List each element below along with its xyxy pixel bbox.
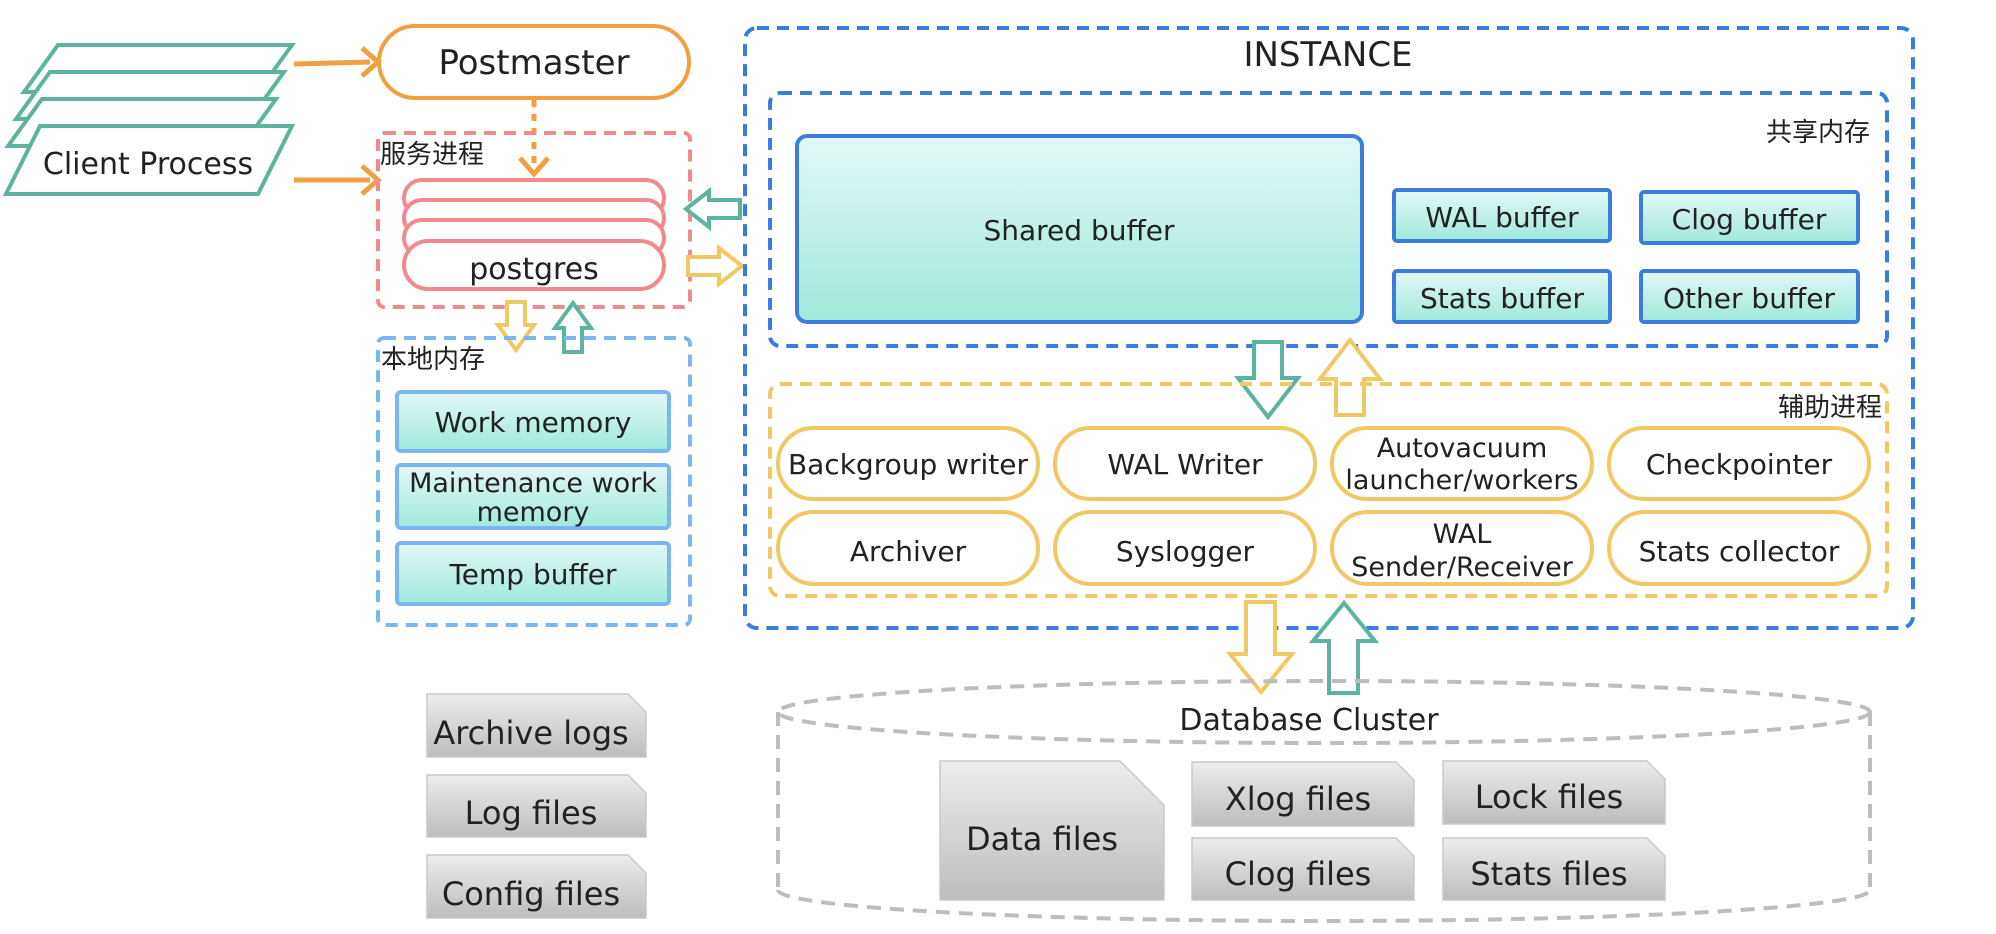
xlog-files-file: Xlog files — [1191, 761, 1415, 827]
work-memory-box: Work memory — [395, 390, 671, 453]
background-writer-node: Backgroup writer — [776, 426, 1040, 501]
maintenance-work-memory-label-line2: memory — [477, 497, 590, 528]
aux-to-shared-arrow — [1315, 336, 1385, 417]
syslogger-node: Syslogger — [1053, 510, 1317, 586]
stats-files-file: Stats files — [1442, 837, 1666, 901]
autovacuum-label-line1: Autovacuum — [1377, 433, 1548, 464]
service-process-title: 服务进程 — [380, 140, 484, 170]
wal-buffer-box: WAL buffer — [1392, 188, 1612, 243]
client-arrows — [293, 46, 382, 196]
temp-buffer-box: Temp buffer — [395, 541, 671, 606]
data-files-file: Data files — [939, 760, 1165, 901]
config-files-label: Config files — [442, 875, 620, 913]
log-files-file: Log files — [426, 774, 647, 838]
stats-buffer-box: Stats buffer — [1392, 269, 1612, 324]
wal-writer-label: WAL Writer — [1107, 448, 1263, 481]
wal-sender-receiver-label-line1: WAL — [1433, 519, 1492, 550]
wal-sender-receiver-label-line2: Sender/Receiver — [1351, 552, 1574, 583]
postgres-label: postgres — [469, 252, 599, 287]
shared-memory-group: 共享内存 Shared buffer WAL buffer Clog buffe… — [768, 91, 1889, 348]
instance-to-cluster-arrow — [1225, 600, 1297, 696]
background-writer-label: Backgroup writer — [788, 448, 1029, 481]
local-memory-group: 本地内存 Work memory Maintenance work memory… — [376, 336, 692, 627]
temp-buffer-label: Temp buffer — [448, 558, 617, 591]
archive-logs-label: Archive logs — [433, 714, 628, 752]
syslogger-label: Syslogger — [1116, 535, 1255, 568]
postgres-backend-stack: postgres — [402, 178, 666, 291]
instance-to-postgres-arrow — [682, 186, 742, 232]
instance-group: INSTANCE 共享内存 Shared buffer WAL buffer C… — [743, 26, 1915, 630]
client-process-label: Client Process — [43, 147, 253, 182]
shared-buffer-box: Shared buffer — [795, 134, 1364, 324]
postmaster-label: Postmaster — [438, 43, 629, 83]
postgres-to-local-memory-arrow — [494, 300, 538, 354]
postmaster-node: Postmaster — [377, 24, 691, 100]
clog-files-file: Clog files — [1191, 837, 1415, 901]
shared-memory-title: 共享内存 — [1766, 118, 1870, 148]
checkpointer-node: Checkpointer — [1607, 426, 1871, 501]
shared-to-aux-arrow — [1233, 340, 1303, 421]
wal-sender-receiver-node: WAL Sender/Receiver — [1330, 510, 1594, 586]
aux-process-group: 辅助进程 Backgroup writer WAL Writer Autovac… — [768, 382, 1889, 598]
stats-collector-node: Stats collector — [1607, 510, 1871, 586]
postmaster-spawn-arrow — [518, 100, 550, 178]
postgres-to-instance-arrow — [686, 243, 746, 289]
work-memory-label: Work memory — [435, 406, 632, 439]
other-buffer-box: Other buffer — [1639, 269, 1860, 324]
stats-files-label: Stats files — [1470, 855, 1627, 893]
aux-process-title: 辅助进程 — [1778, 393, 1882, 423]
lock-files-file: Lock files — [1442, 760, 1666, 825]
lock-files-label: Lock files — [1475, 778, 1624, 816]
clog-buffer-label: Clog buffer — [1672, 203, 1827, 236]
archiver-node: Archiver — [776, 510, 1040, 586]
archive-logs-file: Archive logs — [426, 693, 647, 758]
database-cluster-cylinder: Database Cluster Data files Xlog files L… — [776, 679, 1872, 923]
maintenance-work-memory-label-line1: Maintenance work — [409, 468, 657, 499]
clog-buffer-box: Clog buffer — [1639, 190, 1860, 245]
stats-buffer-label: Stats buffer — [1420, 282, 1584, 315]
autovacuum-label-line2: launcher/workers — [1345, 465, 1578, 496]
log-files-label: Log files — [465, 794, 598, 832]
stats-collector-label: Stats collector — [1639, 535, 1840, 568]
archiver-label: Archiver — [850, 535, 967, 568]
wal-buffer-label: WAL buffer — [1425, 201, 1579, 234]
local-memory-title: 本地内存 — [381, 345, 485, 375]
database-cluster-title: Database Cluster — [1179, 703, 1439, 738]
instance-title: INSTANCE — [1243, 35, 1412, 75]
other-buffer-label: Other buffer — [1663, 282, 1835, 315]
service-process-group: 服务进程 postgres — [376, 131, 692, 309]
cluster-to-instance-arrow — [1308, 599, 1380, 695]
client-process-stack: Client Process — [2, 43, 296, 196]
config-files-file: Config files — [426, 854, 647, 919]
xlog-files-label: Xlog files — [1225, 780, 1371, 818]
data-files-label: Data files — [966, 820, 1118, 858]
wal-writer-node: WAL Writer — [1053, 426, 1317, 501]
checkpointer-label: Checkpointer — [1646, 448, 1833, 481]
clog-files-label: Clog files — [1225, 855, 1372, 893]
shared-buffer-label: Shared buffer — [983, 214, 1175, 247]
local-memory-to-postgres-arrow — [551, 299, 595, 354]
autovacuum-node: Autovacuum launcher/workers — [1330, 426, 1594, 501]
maintenance-work-memory-box: Maintenance work memory — [395, 463, 671, 530]
